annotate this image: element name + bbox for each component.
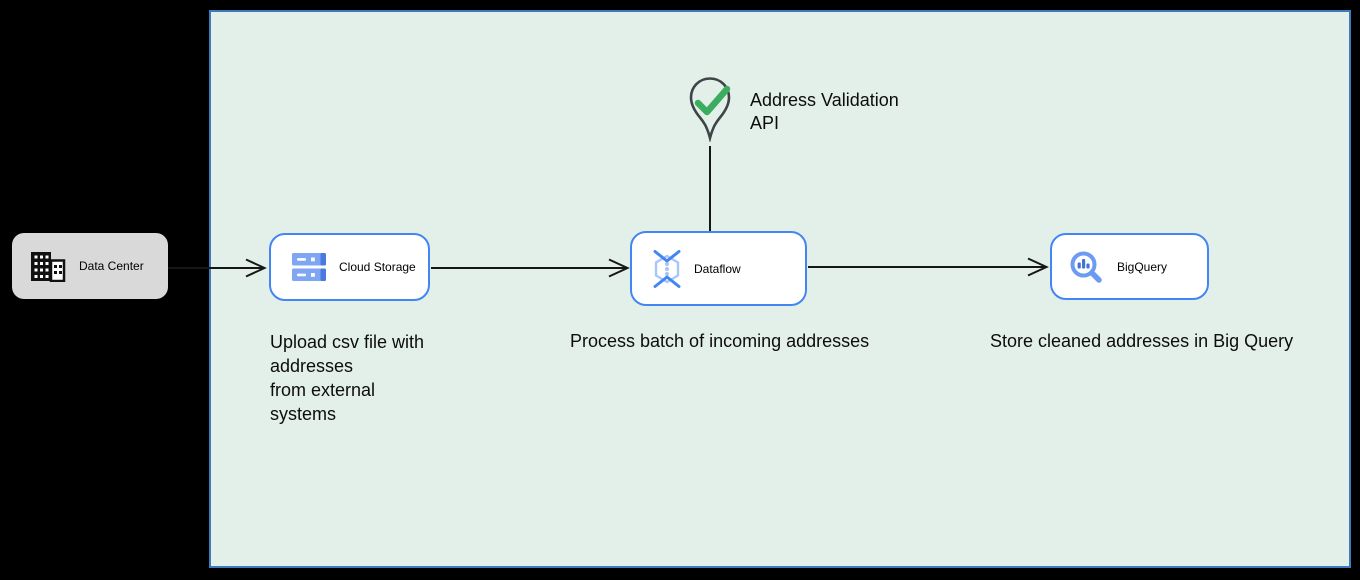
node-label: Cloud Storage — [339, 260, 416, 274]
caption-dataflow: Process batch of incoming addresses — [570, 331, 870, 351]
node-bigquery[interactable]: BigQuery — [1050, 233, 1209, 300]
cloud-storage-icon — [292, 253, 326, 281]
node-cloud-storage[interactable]: Cloud Storage — [269, 233, 430, 301]
check-icon — [694, 85, 731, 116]
node-label: Dataflow — [694, 261, 741, 276]
map-pin-check-icon[interactable] — [686, 76, 734, 142]
node-label: BigQuery — [1117, 259, 1168, 274]
node-dataflow[interactable]: Dataflow — [630, 231, 807, 306]
node-label: Data Center — [79, 259, 144, 273]
dataflow-icon — [653, 249, 681, 288]
node-data-center[interactable]: Data Center — [12, 233, 168, 299]
caption-bigquery: Store cleaned addresses in Big Query — [990, 331, 1294, 351]
building-icon — [31, 251, 66, 282]
api-annotation-label: Address Validation API — [750, 90, 899, 133]
caption-cloud-storage: Upload csv file with addresses from exte… — [270, 332, 425, 424]
bigquery-icon — [1070, 251, 1102, 283]
